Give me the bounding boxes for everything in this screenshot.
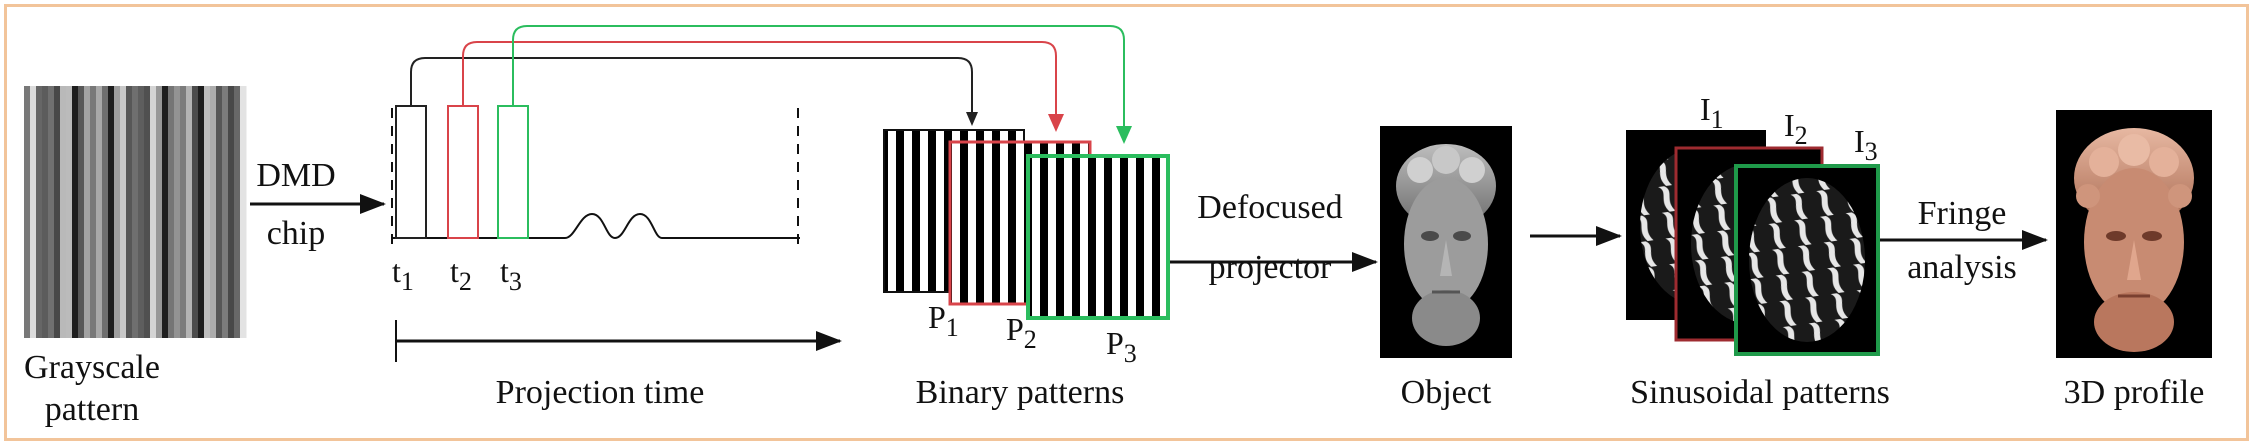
t2-label: t2: [450, 253, 472, 296]
grayscale-bar: [138, 86, 145, 338]
grayscale-bar: [78, 86, 85, 338]
binary-pattern-p3: [1026, 154, 1170, 320]
fringe-label-line1: Fringe: [1918, 195, 2007, 232]
grayscale-bar: [54, 86, 61, 338]
grayscale-bar: [192, 86, 199, 338]
dmd-label-line2: chip: [267, 215, 326, 252]
grayscale-bar: [198, 86, 205, 338]
grayscale-bar: [96, 86, 103, 338]
grayscale-bar: [240, 86, 247, 338]
p3-label: P3: [1106, 325, 1137, 368]
t1-label: t1: [392, 253, 414, 296]
grayscale-bar: [108, 86, 115, 338]
pulse-t2: [447, 105, 479, 239]
dmd-label-line1: DMD: [256, 157, 335, 194]
fringe-label-line2: analysis: [1907, 249, 2017, 286]
grayscale-bar: [24, 86, 31, 338]
grayscale-bar: [156, 86, 163, 338]
pulse-timeline: [391, 25, 1132, 362]
grayscale-bar: [84, 86, 91, 338]
grayscale-bar: [228, 86, 235, 338]
break-wave: [564, 212, 663, 240]
arc-t1-to-p1: [410, 57, 973, 118]
grayscale-label-line2: pattern: [45, 391, 139, 428]
grayscale-bar: [204, 86, 211, 338]
grayscale-bar: [72, 86, 79, 338]
p2-label: P2: [1006, 311, 1037, 354]
t3-label: t3: [500, 253, 522, 296]
grayscale-bar: [216, 86, 223, 338]
grayscale-bar: [144, 86, 151, 338]
i1-label: I1: [1700, 91, 1724, 134]
grayscale-bar: [114, 86, 121, 338]
grayscale-bar: [120, 86, 127, 338]
grayscale-bar: [60, 86, 67, 338]
sinusoidal-patterns: [1626, 130, 1880, 356]
grayscale-bar: [90, 86, 97, 338]
grayscale-bar: [102, 86, 109, 338]
grayscale-bar: [36, 86, 43, 338]
grayscale-bar: [234, 86, 241, 338]
grayscale-bar: [132, 86, 139, 338]
sinusoidal-patterns-label: Sinusoidal patterns: [1630, 374, 1890, 411]
grayscale-label-line1: Grayscale: [24, 349, 160, 386]
defocused-label-line1: Defocused: [1197, 189, 1342, 226]
grayscale-pattern-image: [24, 86, 247, 338]
i2-label: I2: [1784, 107, 1808, 150]
arc-t3-to-p3: [512, 25, 1125, 134]
grayscale-bar: [150, 86, 157, 338]
grayscale-bar: [186, 86, 193, 338]
grayscale-bar: [210, 86, 217, 338]
grayscale-bar: [30, 86, 37, 338]
arc-t2-to-p2: [462, 41, 1057, 122]
projection-time-label: Projection time: [496, 374, 705, 411]
object-image: [1380, 126, 1512, 358]
grayscale-bar: [66, 86, 73, 338]
grayscale-bar: [42, 86, 49, 338]
binary-patterns: [883, 129, 1170, 320]
pulse-t1: [395, 105, 427, 239]
pulse-t3: [497, 105, 529, 239]
object-label: Object: [1401, 374, 1492, 411]
grayscale-bar: [126, 86, 133, 338]
diagram-frame: [4, 4, 2249, 441]
grayscale-bar: [180, 86, 187, 338]
binary-patterns-label: Binary patterns: [916, 374, 1125, 411]
grayscale-bar: [168, 86, 175, 338]
grayscale-bar: [162, 86, 169, 338]
grayscale-bar: [174, 86, 181, 338]
grayscale-bar: [222, 86, 229, 338]
i3-label: I3: [1854, 123, 1878, 166]
profile-label: 3D profile: [2064, 374, 2205, 411]
defocused-label-line2: projector: [1209, 249, 1332, 286]
p1-label: P1: [928, 299, 959, 342]
grayscale-bar: [48, 86, 55, 338]
profile-image: [2056, 110, 2212, 358]
